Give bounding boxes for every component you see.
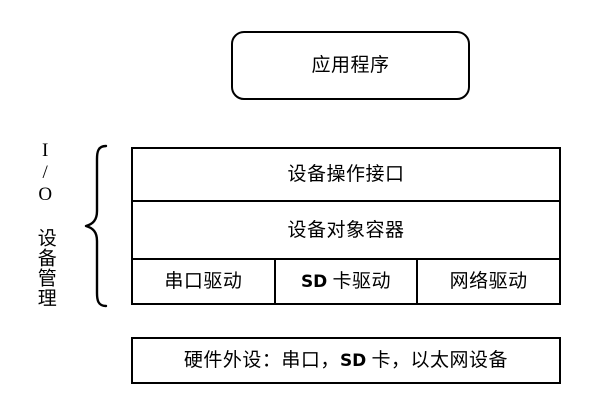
network-driver-label: 网络驱动	[449, 271, 528, 292]
sd-driver-label-latin: SD	[300, 272, 328, 292]
sd-driver-label: SD 卡驱动	[301, 272, 391, 291]
application-label: 应用程序	[311, 55, 390, 76]
hardware-label-prefix: 硬件外设：串口，	[183, 350, 340, 371]
serial-driver-label: 串口驱动	[164, 271, 243, 292]
driver-cell-sdcard: SD 卡驱动	[273, 260, 417, 303]
sd-driver-label-cjk: 卡驱动	[327, 271, 392, 292]
device-operation-interface-label: 设备操作接口	[287, 164, 405, 185]
driver-row: 串口驱动 SD 卡驱动 网络驱动	[133, 260, 560, 303]
driver-cell-network: 网络驱动	[416, 260, 560, 303]
left-curly-brace-icon	[82, 143, 110, 309]
device-object-container-row: 设备对象容器	[133, 202, 559, 260]
brace-svg	[84, 144, 108, 308]
io-management-stack: 设备操作接口 设备对象容器 串口驱动 SD 卡驱动 网络驱动	[131, 147, 561, 305]
hardware-label-latin: SD	[339, 351, 367, 371]
application-box: 应用程序	[231, 31, 470, 100]
device-operation-interface-row: 设备操作接口	[133, 149, 559, 202]
driver-cell-serial: 串口驱动	[133, 260, 274, 303]
io-device-management-text: I/O 设备管理	[34, 140, 56, 308]
hardware-peripherals-label: 硬件外设：串口，SD 卡，以太网设备	[184, 351, 508, 370]
hardware-peripherals-box: 硬件外设：串口，SD 卡，以太网设备	[131, 337, 561, 384]
device-object-container-label: 设备对象容器	[287, 219, 405, 241]
hardware-label-suffix: 卡，以太网设备	[366, 350, 509, 371]
io-device-management-label: I/O 设备管理	[0, 136, 90, 312]
